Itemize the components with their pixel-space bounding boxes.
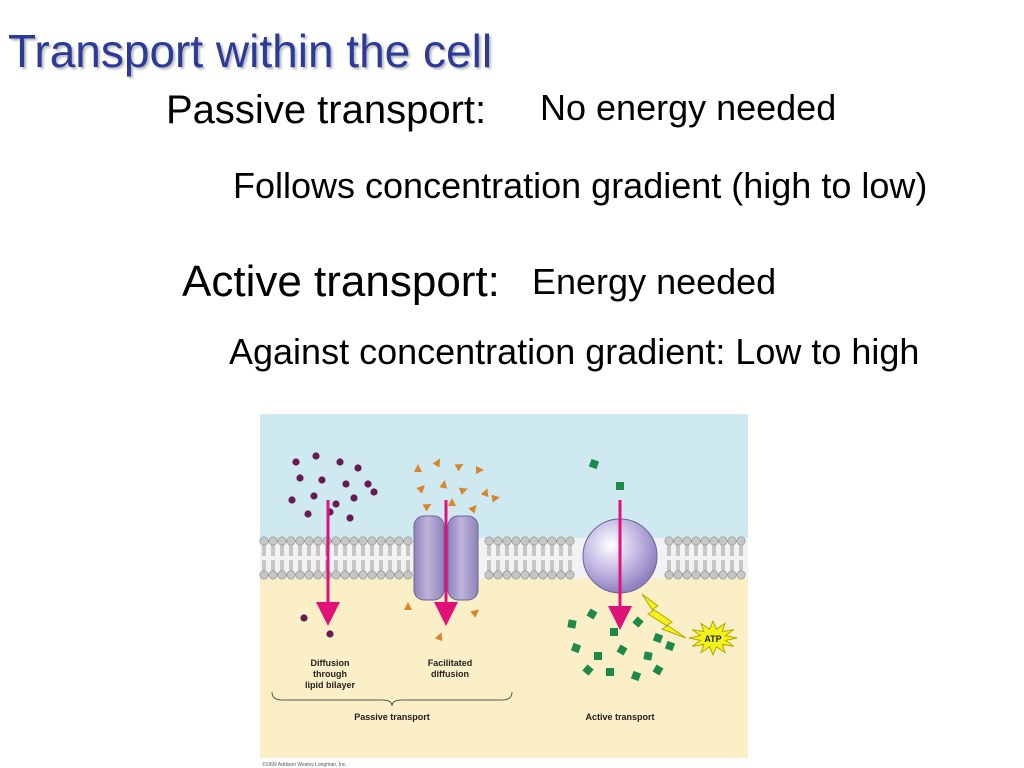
active-transport-heading: Active transport: bbox=[182, 257, 500, 306]
passive-no-energy-text: No energy needed bbox=[540, 87, 837, 128]
solute-particles bbox=[288, 452, 676, 682]
atp-burst-icon: ATP bbox=[688, 619, 738, 657]
passive-transport-heading: Passive transport: bbox=[166, 88, 487, 132]
channel-protein bbox=[413, 515, 479, 601]
membrane-diagram: ATP Diffusion through lipid bilayer Faci… bbox=[259, 414, 748, 768]
lipid-bilayer bbox=[259, 536, 748, 580]
facilitated-label-line2: diffusion bbox=[431, 669, 469, 679]
active-energy-text: Energy needed bbox=[532, 261, 777, 302]
passive-gradient-text: Follows concentration gradient (high to … bbox=[233, 165, 928, 206]
atp-label: ATP bbox=[704, 634, 721, 644]
diffusion-label-line3: lipid bilayer bbox=[305, 680, 356, 690]
cytoplasm-region bbox=[260, 578, 748, 758]
passive-transport-bracket bbox=[271, 691, 513, 707]
membrane-transport-figure: ATP Diffusion through lipid bilayer Faci… bbox=[258, 410, 750, 768]
diffusion-label-line2: through bbox=[313, 669, 347, 679]
extracellular-region bbox=[260, 414, 748, 538]
slide-title: Transport within the cell bbox=[8, 25, 493, 77]
copyright-credit: ©1999 Addison Wesley Longman, Inc. bbox=[262, 761, 347, 768]
diffusion-label-line1: Diffusion bbox=[311, 658, 350, 668]
energy-bolt-icon bbox=[641, 593, 687, 639]
active-gradient-text: Against concentration gradient: Low to h… bbox=[229, 331, 920, 372]
facilitated-label-line1: Facilitated bbox=[428, 658, 473, 668]
active-transport-group-label: Active transport bbox=[585, 712, 654, 722]
passive-transport-group-label: Passive transport bbox=[354, 712, 430, 722]
